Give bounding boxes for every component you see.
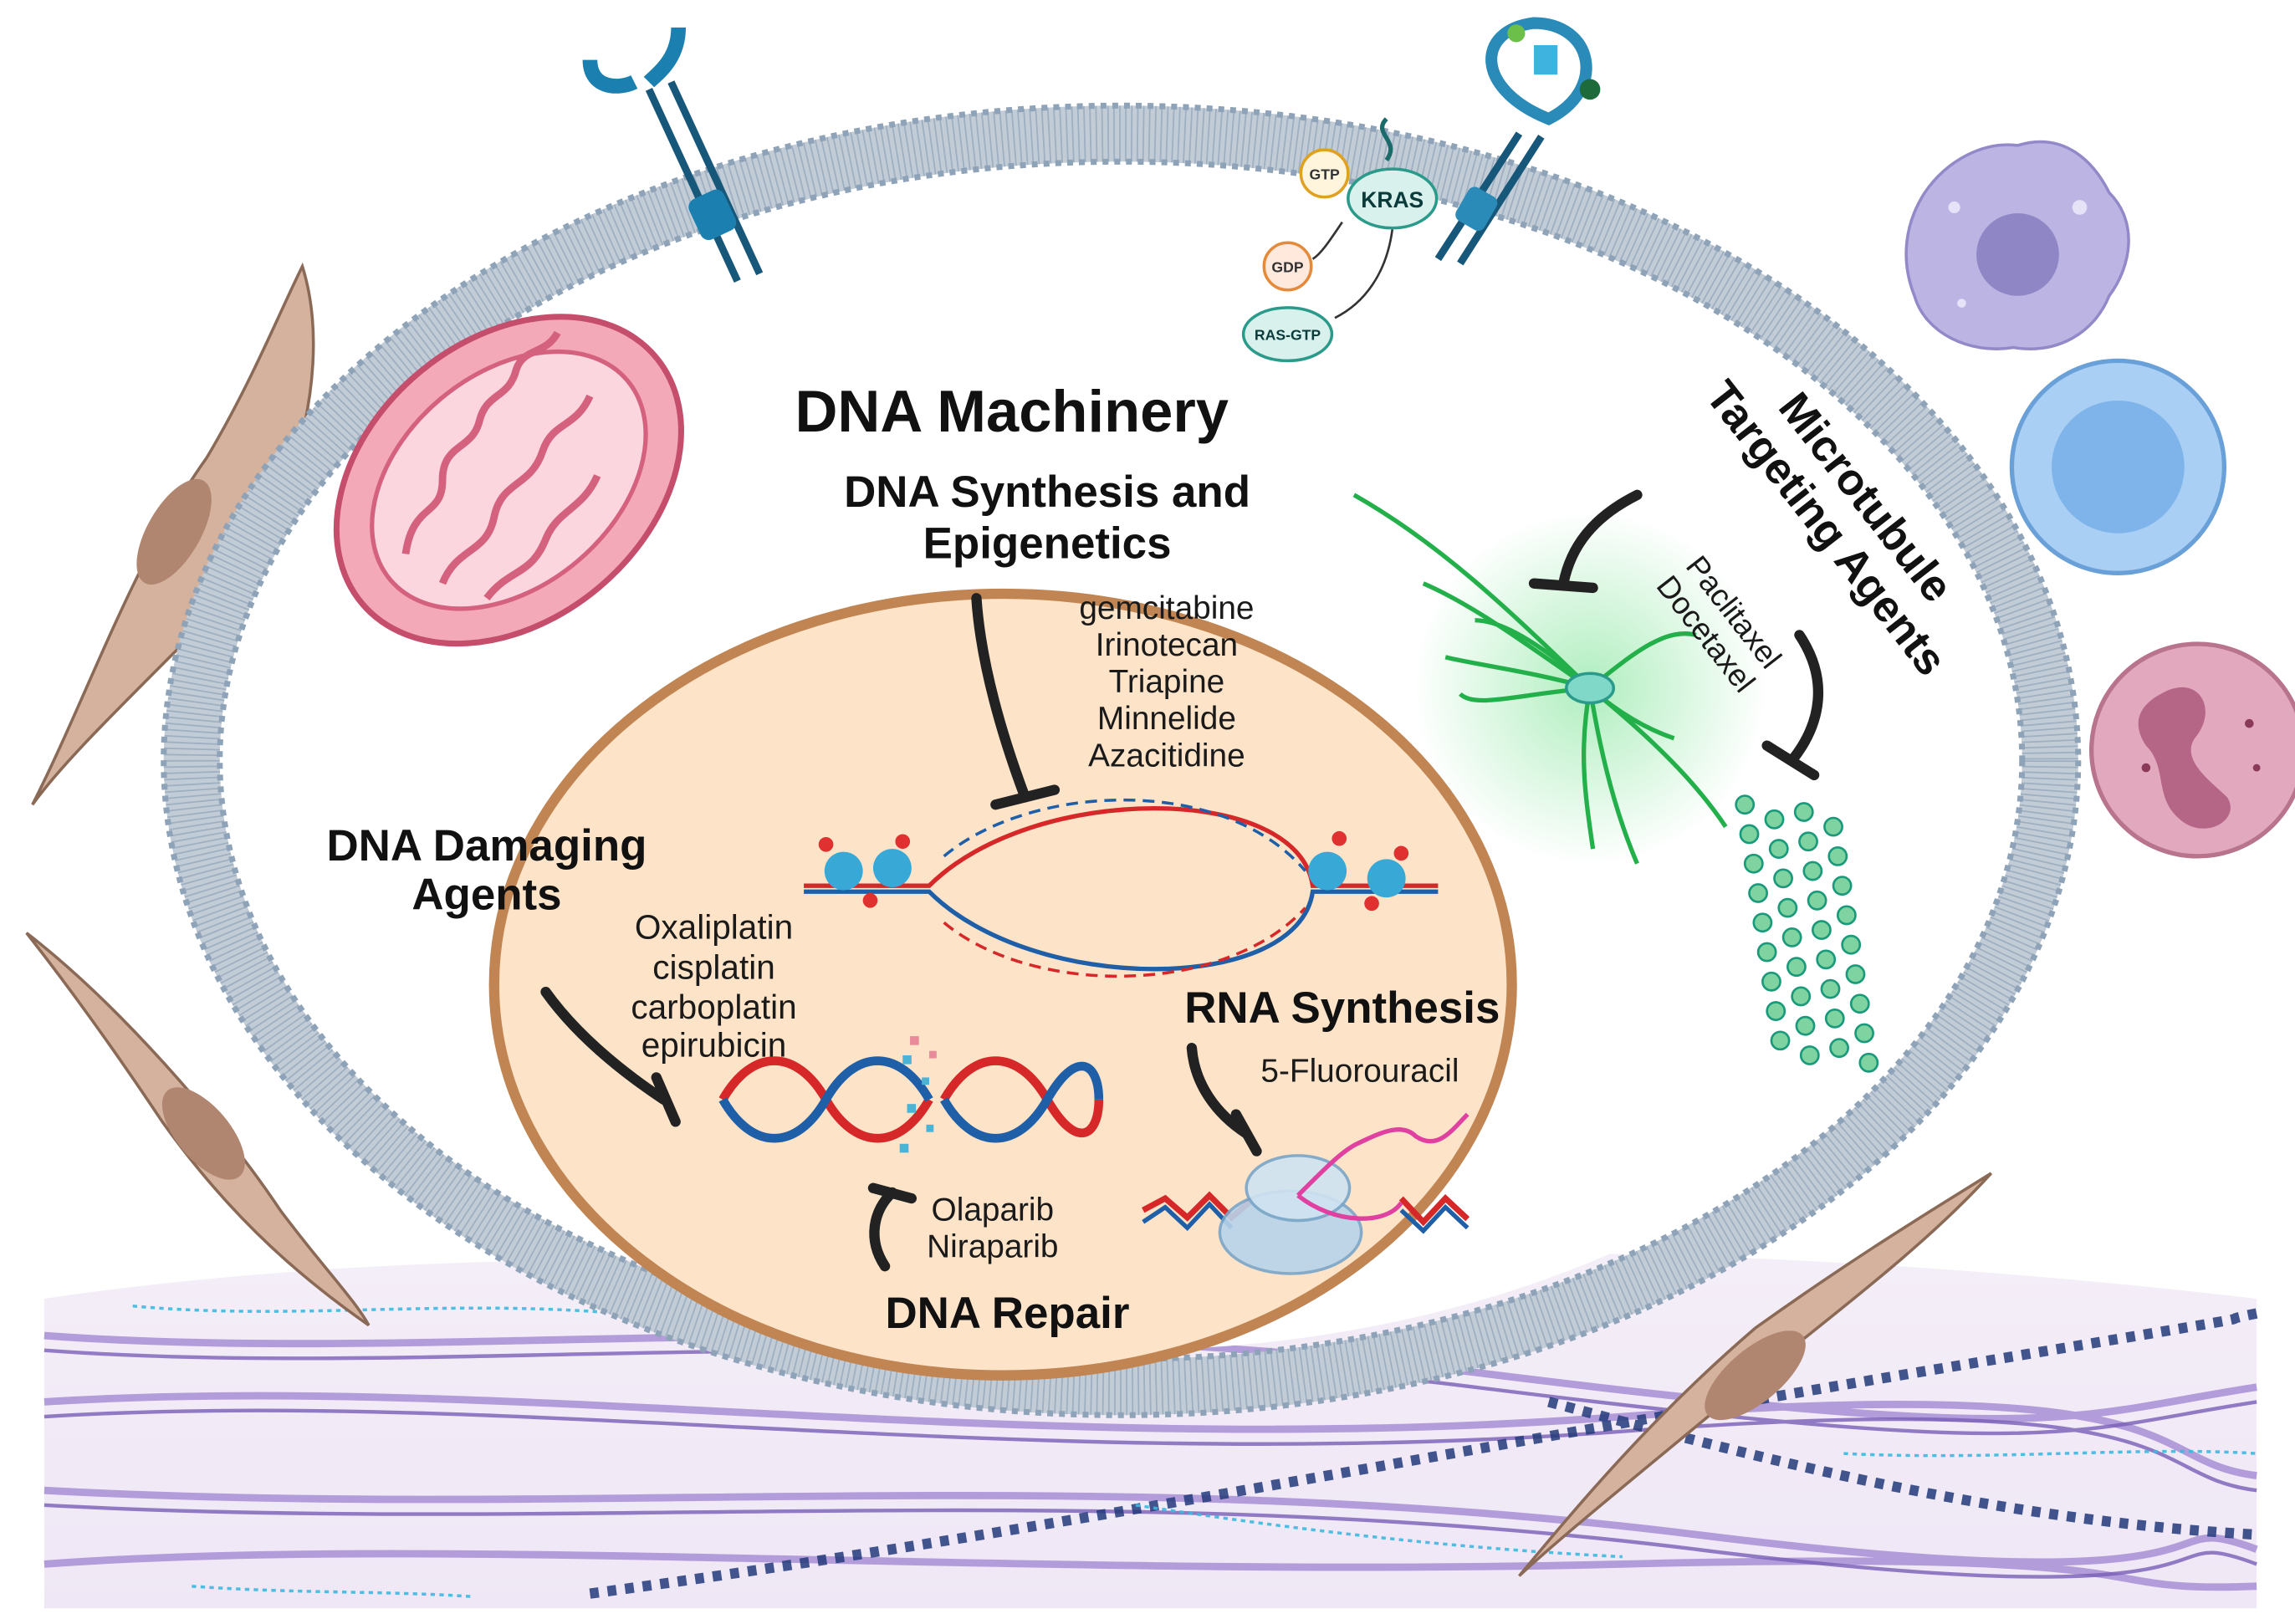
dna-repair-heading: DNA Repair	[885, 1289, 1129, 1338]
drug-label: cisplatin	[652, 947, 775, 986]
microtubule-icon	[1352, 493, 1767, 866]
drug-label: Oxaliplatin	[635, 908, 793, 947]
dna-synthesis-heading-1: DNA Synthesis and	[844, 467, 1250, 517]
ribosome-icon	[1142, 1112, 1470, 1275]
gdp-label: GDP	[1271, 259, 1303, 276]
ras-gtp-label: RAS-GTP	[1255, 327, 1321, 344]
dna-replication-icon	[804, 798, 1439, 978]
tubulin-filament-icon	[1735, 794, 1879, 1073]
macrophage-icon	[1904, 140, 2130, 350]
dna-damaging-drug-list: Oxaliplatin cisplatin carboplatin epirub…	[631, 908, 796, 1065]
drug-label: Olaparib	[932, 1192, 1055, 1228]
nucleosome-icon	[818, 830, 1409, 912]
dna-damaging-heading-1: DNA Damaging	[326, 821, 647, 871]
extracellular-matrix-icon	[43, 1252, 2258, 1609]
lymphocyte-icon	[2009, 358, 2226, 575]
dna-synthesis-drug-list: gemcitabine Irinotecan Triapine Minnelid…	[1079, 590, 1254, 774]
drug-label: gemcitabine	[1079, 590, 1254, 626]
gtp-label: GTP	[1310, 166, 1340, 182]
rna-synthesis-heading: RNA Synthesis	[1184, 983, 1500, 1033]
dna-damaging-heading-2: Agents	[411, 870, 561, 919]
drug-label: epirubicin	[641, 1026, 787, 1065]
main-title: DNA Machinery	[795, 378, 1229, 444]
dna-synthesis-heading-2: Epigenetics	[923, 519, 1172, 569]
kras-label: KRAS	[1361, 187, 1424, 212]
dna-repair-drug-list: Olaparib Niraparib	[927, 1192, 1058, 1264]
drug-label: Niraparib	[927, 1229, 1058, 1265]
fibroblast-icon	[25, 932, 371, 1327]
drug-label: Minnelide	[1097, 701, 1236, 737]
drug-label: 5-Fluorouracil	[1260, 1054, 1459, 1090]
mitochondria-icon	[333, 314, 684, 647]
drug-label: Azacitidine	[1088, 738, 1245, 774]
fibroblast-icon	[1518, 1172, 1993, 1577]
neutrophil-icon	[2089, 641, 2295, 859]
receptor-icon	[582, 27, 764, 283]
kras-signaling: KRAS GTP GDP RAS-GTP	[1241, 148, 1439, 363]
rtk-receptor-icon	[1379, 17, 1601, 266]
inhibition-arrow-icon	[540, 489, 1824, 1272]
drug-label: Irinotecan	[1096, 627, 1238, 663]
drug-label: Triapine	[1109, 664, 1225, 700]
dna-helix-icon	[718, 1036, 1104, 1153]
drug-label: carboplatin	[631, 988, 796, 1026]
